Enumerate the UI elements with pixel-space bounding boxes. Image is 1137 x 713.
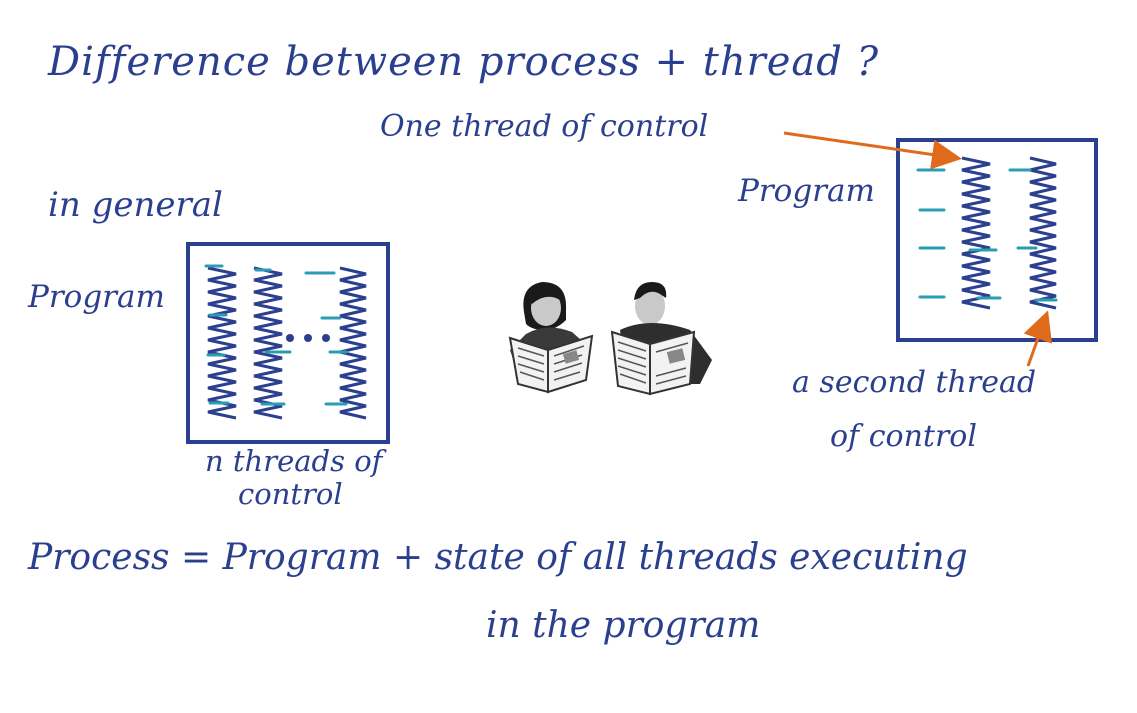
two-people-reading-newspapers-icon <box>508 282 712 396</box>
program-label-right: Program <box>738 173 875 209</box>
n-threads-label-line1: n threads of <box>205 444 383 478</box>
arrow-second-thread <box>1023 310 1052 367</box>
in-general-label: in general <box>48 185 223 225</box>
thread-zigzag-left-2 <box>253 266 283 420</box>
arrow-one-thread <box>783 131 962 170</box>
thread-zigzag-right-1 <box>961 156 991 310</box>
second-thread-label-line1: a second thread <box>792 365 1037 400</box>
thread-zigzag-left-3 <box>339 266 367 420</box>
right-dashes <box>916 168 1058 302</box>
ellipsis-dot <box>322 334 330 342</box>
process-definition-line2: in the program <box>486 605 761 646</box>
program-box-left <box>186 242 390 444</box>
ellipsis-dot <box>304 334 312 342</box>
process-definition-line1: Process = Program + state of all threads… <box>28 537 968 578</box>
program-box-right <box>896 138 1098 342</box>
thread-zigzag-right-2 <box>1029 156 1057 310</box>
thread-zigzag-left-1 <box>207 266 237 420</box>
n-threads-label-line2: control <box>238 477 343 511</box>
program-label-left: Program <box>28 279 165 315</box>
left-dashes <box>204 264 348 406</box>
one-thread-label: One thread of control <box>380 109 709 144</box>
ellipsis-dot <box>286 334 294 342</box>
page-title: Difference between process + thread ? <box>48 39 880 85</box>
second-thread-label-line2: of control <box>830 419 977 454</box>
